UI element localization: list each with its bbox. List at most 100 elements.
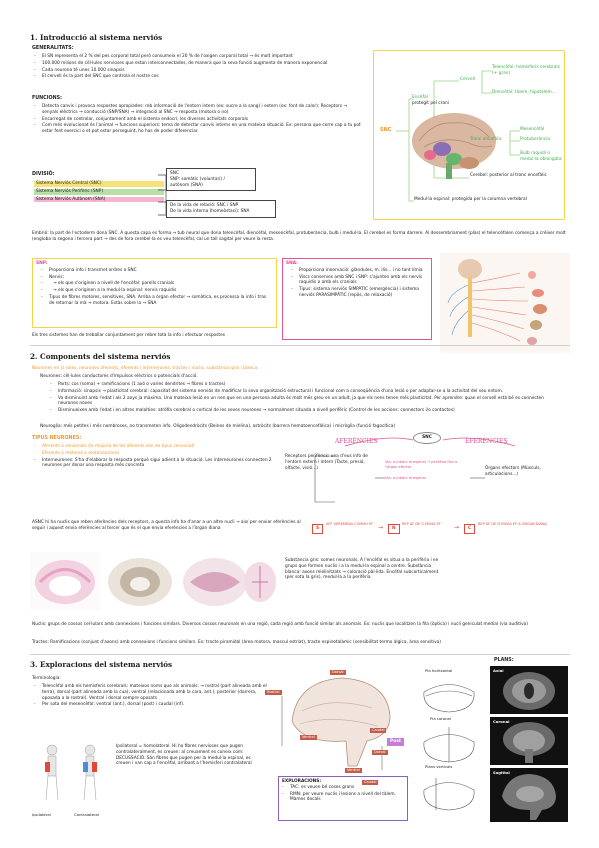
flow-aferencies: AFERÈNCIES — [335, 438, 378, 445]
brain-slices-figure — [30, 552, 276, 610]
chain-arrow-2: → — [454, 524, 460, 531]
contralateral-label: Contralateral — [74, 812, 99, 817]
list-item: Per sota del mesencèfal: ventral (ant.),… — [34, 702, 269, 708]
neuroglia-line: Neuroglia: més petites i més nombroses, … — [40, 424, 396, 429]
list-item: Cada neurona té unes 10.000 sinapsis — [34, 68, 364, 74]
substancia-paragraph: Substància gris: somes neuronals. A l'en… — [285, 558, 439, 581]
list-item: Informació: sinapsis → plasticitat cereb… — [50, 389, 565, 395]
mri-sagittal: Sagittal — [490, 768, 568, 822]
box-line: De la vida interna (homeòstasi): SNA — [170, 208, 250, 214]
list-item: Proporciona innervació: glàndules, m. ll… — [291, 268, 427, 274]
box-line: autònom (SNA) — [170, 182, 203, 188]
chain-c-desc: REP AF DE N ENVIA EF A ÒRGAN DIANA — [478, 522, 547, 526]
plans-coronal: Pla coronal — [430, 716, 451, 721]
mesencefal-label: Mesencèfal — [520, 127, 545, 132]
snc-label: SNC — [380, 127, 392, 133]
sna-title: SNA: — [286, 261, 298, 266]
sna-list: Proporciona innervació: glàndules, m. ll… — [283, 267, 431, 299]
chain-s: S — [312, 524, 324, 534]
section2-title: 2. Components del sistema nerviós — [30, 352, 171, 361]
protuberancia-label: Protuberància — [520, 137, 550, 142]
plans-figure — [423, 684, 475, 811]
mri-coronal: Coronal — [490, 717, 568, 765]
axis-label-caudal-2: Caudal — [362, 780, 379, 785]
divisio-sna: Sistema Nerviós Autònom (SNA) — [34, 196, 164, 203]
axis-label-dorsal: Dorsal — [330, 670, 346, 675]
list-item: 100.000 milions de cèl·lules nervioses q… — [34, 61, 364, 67]
sna-footer: Els tres sistemes han de treballar conju… — [32, 333, 225, 338]
list-item: El cervell és la part del SNC que contro… — [34, 74, 364, 80]
flow-eferencies: EFERÈNCIES — [465, 438, 508, 445]
list-item: Com més evolucionat és l'animal → funcio… — [34, 123, 364, 135]
plans-verticals: Plans verticals — [425, 764, 453, 769]
mri-label-coronal: Coronal — [493, 719, 510, 724]
list-item: Encarregat de controlar, conjuntament am… — [34, 117, 364, 123]
plans-horitzontal: Pla horitzontal — [425, 668, 453, 673]
list-item: Disminueixen amb l'edat i en altres mala… — [50, 408, 565, 414]
neurones-list: Parts: cos (soma) + ramificacions (1 axó… — [50, 382, 565, 415]
list-item: → els que s'originen a la medul·la espin… — [41, 288, 272, 294]
medulla-label: Medul·la espinal: protegida per la colum… — [414, 197, 527, 202]
snp-box: SNP: Proporciona info i transmet ordres … — [32, 258, 277, 328]
list-item: Detecta canvis i provoca respostes aprop… — [34, 104, 364, 116]
components-line: Neurones en sí soles, neurones aferents,… — [32, 366, 258, 371]
post-label: Post — [387, 738, 404, 746]
diencefal-label: Diencèfal: tàlem, hipotàlem... — [492, 90, 556, 95]
brain-diagram-lines — [396, 70, 520, 202]
chain-n: N — [388, 524, 400, 534]
box-line: SNC — [170, 171, 179, 176]
tronc-label: Tronc encefàlic — [470, 137, 503, 142]
divider — [30, 345, 570, 346]
flow-mid2: Via: a medul·la espinal — [385, 476, 426, 480]
divisio-list: Sistema Nerviós Central (SNC) Sistema Ne… — [34, 181, 164, 203]
mri-label-sagittal: Sagittal — [493, 770, 510, 775]
divisio-box-1: SNC SNP: somàtic (voluntari) / autònom (… — [166, 168, 256, 192]
section1-title: 1. Introducció al sistema nerviós — [30, 33, 163, 42]
list-item: TAC: es veuen bé coses grans — [282, 785, 404, 791]
axis-label-caudal: Caudal — [370, 728, 387, 733]
box-line: SNP: somàtic (voluntari) / — [170, 176, 225, 182]
flow-diagram: SNC AFERÈNCIES EFERÈNCIES Receptors peri… — [285, 432, 567, 512]
axis-label-ventral: Ventral — [300, 735, 317, 740]
generalitats-heading: GENERALITATS: — [32, 46, 74, 51]
funcions-list: Detecta canvis i provoca respostes aprop… — [34, 104, 364, 136]
flow-arrows — [314, 437, 516, 503]
bulb-label: Bulb raquidi o medul·la oblongata — [520, 151, 562, 162]
list-item: Va disminuint amb l'edat i als 2 anys ja… — [50, 396, 565, 408]
list-item: → els que s'originen a nivell de l'encèf… — [41, 281, 272, 287]
divider — [30, 654, 570, 655]
list-item: El SN representa el 2 % del pes corporal… — [34, 54, 364, 60]
encefal-desc: protegit pel crani — [412, 101, 449, 106]
list-item: Tipus de fibres motores, sensitives, SNA… — [41, 295, 272, 307]
ipsi-paragraph: Ipsilateral = homolateral. Hi ha fibres … — [116, 744, 252, 767]
encefal-label: Encèfal — [412, 95, 428, 100]
list-item: Aferents o sensorials (la majoria de les… — [34, 444, 274, 450]
list-item: Nervis: — [41, 275, 272, 281]
axis-label-dorsal-2: Dorsal — [372, 750, 388, 755]
nervous-system-figure — [440, 253, 570, 353]
neurones-line: Neurones: cèl·lules conductores d'impuls… — [40, 374, 198, 379]
embrio-paragraph: Embrió: la part de l'ectoderm dona SNC. … — [32, 231, 566, 242]
snp-title: SNP: — [36, 261, 48, 266]
terms-list: Telencèfal amb els hemisferis cerebrals:… — [34, 684, 269, 709]
axis-label-rostral: Rostral — [265, 690, 282, 695]
asnc-line: ASNC hi ha nuclis que reben aferències d… — [32, 520, 301, 531]
divisio-bracket — [158, 174, 167, 216]
explor-box: EXPLORACIONS: TAC: es veuen bé coses gra… — [278, 776, 408, 821]
snc-chain: S AFF VEREMENA COMMU EF → N REP AF DE S … — [312, 522, 572, 546]
divisio-snp: Sistema Nerviós Perifèric (SNP) — [34, 188, 164, 195]
plans-heading: PLANS: — [494, 658, 514, 663]
generalitats-list: El SN representa el 2 % del pes corporal… — [34, 54, 364, 81]
tractes-paragraph: Tractes: Ramificacions (conjunt d'axons)… — [32, 640, 441, 645]
brain-diagram-frame: SNC Encèfal protegit pel crani Cervell T… — [373, 50, 565, 220]
flow-organs: Òrgans efectors (Músculs, articulacions.… — [485, 466, 541, 477]
nuclis-paragraph: Nuclis: grups de cossos cel·lulars amb c… — [32, 622, 528, 627]
divisio-heading: DIVISIÓ: — [32, 172, 55, 177]
flow-mid1: Via: a medul·la espinal → perifèria fins… — [385, 460, 458, 469]
cerebel-label: Cerebel: posterior al tronc encefàlic — [470, 173, 547, 178]
list-item: Eferents o motores o motoneurones — [34, 451, 274, 457]
axis-label-ventral-2: Ventral — [345, 768, 362, 773]
list-item: RMN: per veure nuclis i lesions a nivell… — [282, 792, 404, 804]
explor-heading: EXPLORACIONS: — [282, 779, 322, 784]
flow-snc: SNC — [413, 432, 441, 444]
